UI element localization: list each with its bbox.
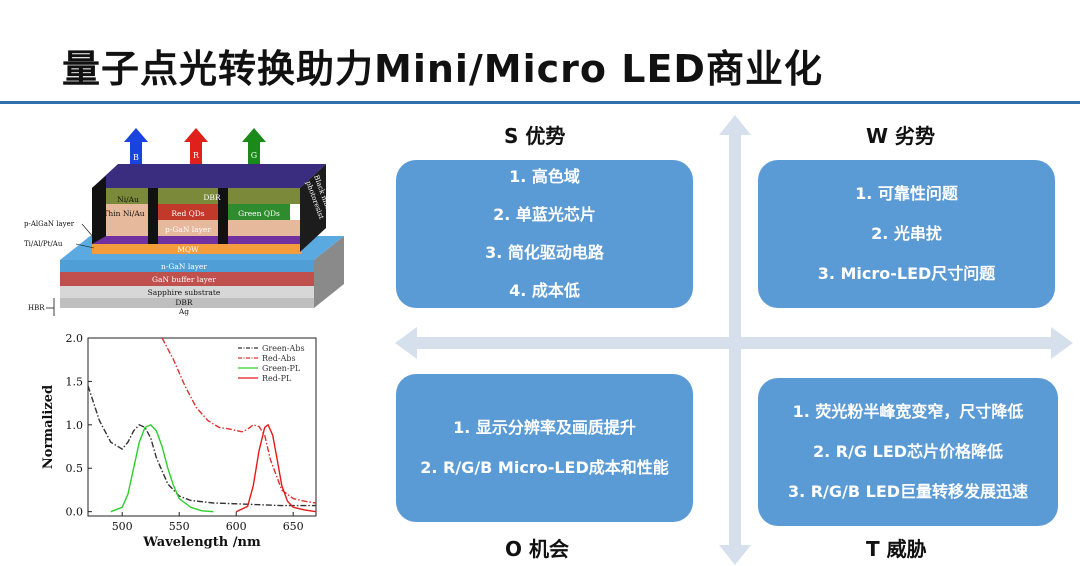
strength-item: 4. 成本低 bbox=[509, 281, 580, 300]
mqw-layer bbox=[92, 244, 302, 254]
y-tick-label: 0.0 bbox=[66, 506, 84, 519]
swot-box-strengths: 1. 高色域 2. 单蓝光芯片 3. 简化驱动电路 4. 成本低 bbox=[396, 160, 693, 308]
series-line-green-abs bbox=[88, 385, 316, 507]
label-green-qds: Green QDs bbox=[238, 209, 280, 218]
legend-label: Green-Abs bbox=[262, 344, 305, 353]
p-gan-layer bbox=[92, 220, 302, 236]
label-thin-ni-au: Thin Ni/Au bbox=[103, 209, 144, 218]
page-title: 量子点光转换助力Mini/Micro LED商业化 bbox=[62, 47, 823, 91]
legend-label: Red-PL bbox=[262, 374, 292, 383]
black-matrix-side bbox=[300, 164, 326, 252]
side-label-hbr: HBR bbox=[28, 304, 45, 312]
label-ni-au: Ni/Au bbox=[117, 195, 139, 204]
series-line-red-abs bbox=[161, 338, 316, 504]
strength-item: 2. 单蓝光芯片 bbox=[493, 205, 596, 224]
swot-label-strengths: S 优势 bbox=[504, 124, 566, 148]
weakness-item: 2. 光串扰 bbox=[871, 224, 942, 243]
x-tick-label: 500 bbox=[112, 520, 133, 533]
n-gan-layer bbox=[60, 260, 314, 272]
ag-layer bbox=[60, 298, 314, 308]
swot-label-weaknesses: W 劣势 bbox=[866, 124, 936, 148]
swot-axes bbox=[395, 115, 1073, 565]
y-tick-label: 1.5 bbox=[66, 375, 84, 388]
label-red-qds: Red QDs bbox=[171, 209, 204, 218]
green-qds-layer bbox=[228, 204, 290, 220]
label-ag: Ag bbox=[178, 307, 189, 316]
threat-item: 2. R/G LED芯片价格降低 bbox=[812, 442, 1004, 461]
red-light-arrow: R bbox=[184, 128, 208, 168]
arrow-label-r: R bbox=[193, 151, 200, 160]
y-axis-label: Normalized bbox=[41, 385, 56, 469]
label-dbr-top: DBR bbox=[203, 193, 221, 202]
series-line-green-pl bbox=[110, 423, 214, 513]
label-n-gan: n-GaN layer bbox=[161, 262, 207, 271]
label-mqw: MQW bbox=[177, 245, 199, 254]
x-tick-label: 650 bbox=[283, 520, 304, 533]
strength-item: 1. 高色域 bbox=[509, 167, 580, 186]
red-qds-layer bbox=[158, 204, 218, 220]
arrow-label-g: G bbox=[251, 151, 257, 160]
black-matrix-wall bbox=[148, 188, 158, 244]
plot-frame bbox=[87, 337, 317, 517]
label-sapphire: Sapphire substrate bbox=[148, 288, 221, 297]
label-dbr-bottom: DBR bbox=[175, 298, 193, 307]
side-label-p-algan: p-AlGaN layer bbox=[24, 220, 75, 228]
y-tick-label: 2.0 bbox=[66, 332, 84, 345]
swot-label-opportunities: O 机会 bbox=[505, 537, 569, 561]
p-algan-layer bbox=[92, 236, 302, 244]
threat-item: 1. 荧光粉半峰宽变窄，尺寸降低 bbox=[792, 402, 1024, 421]
black-matrix-left bbox=[92, 176, 106, 244]
blue-light-arrow: B bbox=[124, 128, 148, 168]
x-tick-label: 600 bbox=[226, 520, 247, 533]
x-tick-label: 550 bbox=[169, 520, 190, 533]
swot-box-weaknesses: 1. 可靠性问题 2. 光串扰 3. Micro-LED尺寸问题 bbox=[758, 160, 1055, 308]
dbr-top-layer bbox=[92, 164, 326, 188]
legend-label: Green-PL bbox=[262, 364, 301, 373]
swot-box-threats: 1. 荧光粉半峰宽变窄，尺寸降低 2. R/G LED芯片价格降低 3. R/G… bbox=[758, 378, 1058, 526]
opportunity-item: 2. R/G/B Micro-LED成本和性能 bbox=[420, 458, 669, 477]
horizontal-axis-arrow bbox=[395, 327, 1073, 359]
title-divider bbox=[0, 101, 1080, 104]
gan-buffer-layer bbox=[60, 272, 314, 286]
arrow-label-b: B bbox=[133, 153, 139, 162]
y-tick-label: 0.5 bbox=[66, 462, 84, 475]
base-side-face bbox=[314, 236, 344, 308]
threat-item: 3. R/G/B LED巨量转移发展迅速 bbox=[787, 482, 1029, 501]
strength-item: 3. 简化驱动电路 bbox=[485, 243, 604, 262]
label-gan-buffer: GaN buffer layer bbox=[152, 275, 216, 284]
weakness-item: 3. Micro-LED尺寸问题 bbox=[817, 264, 996, 283]
green-light-arrow: G bbox=[242, 128, 266, 168]
opportunity-item: 1. 显示分辨率及画质提升 bbox=[453, 418, 636, 437]
legend-label: Red-Abs bbox=[262, 354, 296, 363]
swot-box-opportunities: 1. 显示分辨率及画质提升 2. R/G/B Micro-LED成本和性能 bbox=[396, 374, 693, 522]
swot-label-threats: T 威胁 bbox=[866, 537, 927, 561]
black-matrix-wall bbox=[218, 188, 228, 244]
label-p-gan: p-GaN layer bbox=[165, 225, 211, 234]
dbr-top-front bbox=[92, 188, 300, 204]
micro-led-structure-diagram: B R G DBR Ni/Au Thin Ni/Au Red QDs Green… bbox=[24, 128, 344, 316]
y-tick-label: 1.0 bbox=[66, 419, 84, 432]
sapphire-substrate bbox=[60, 286, 314, 298]
x-axis-label: Wavelength /nm bbox=[142, 535, 261, 550]
series-line-red-pl bbox=[235, 423, 316, 513]
side-label-ti-al-pt-au: Ti/Al/Pt/Au bbox=[24, 240, 63, 248]
weakness-item: 1. 可靠性问题 bbox=[855, 184, 958, 203]
